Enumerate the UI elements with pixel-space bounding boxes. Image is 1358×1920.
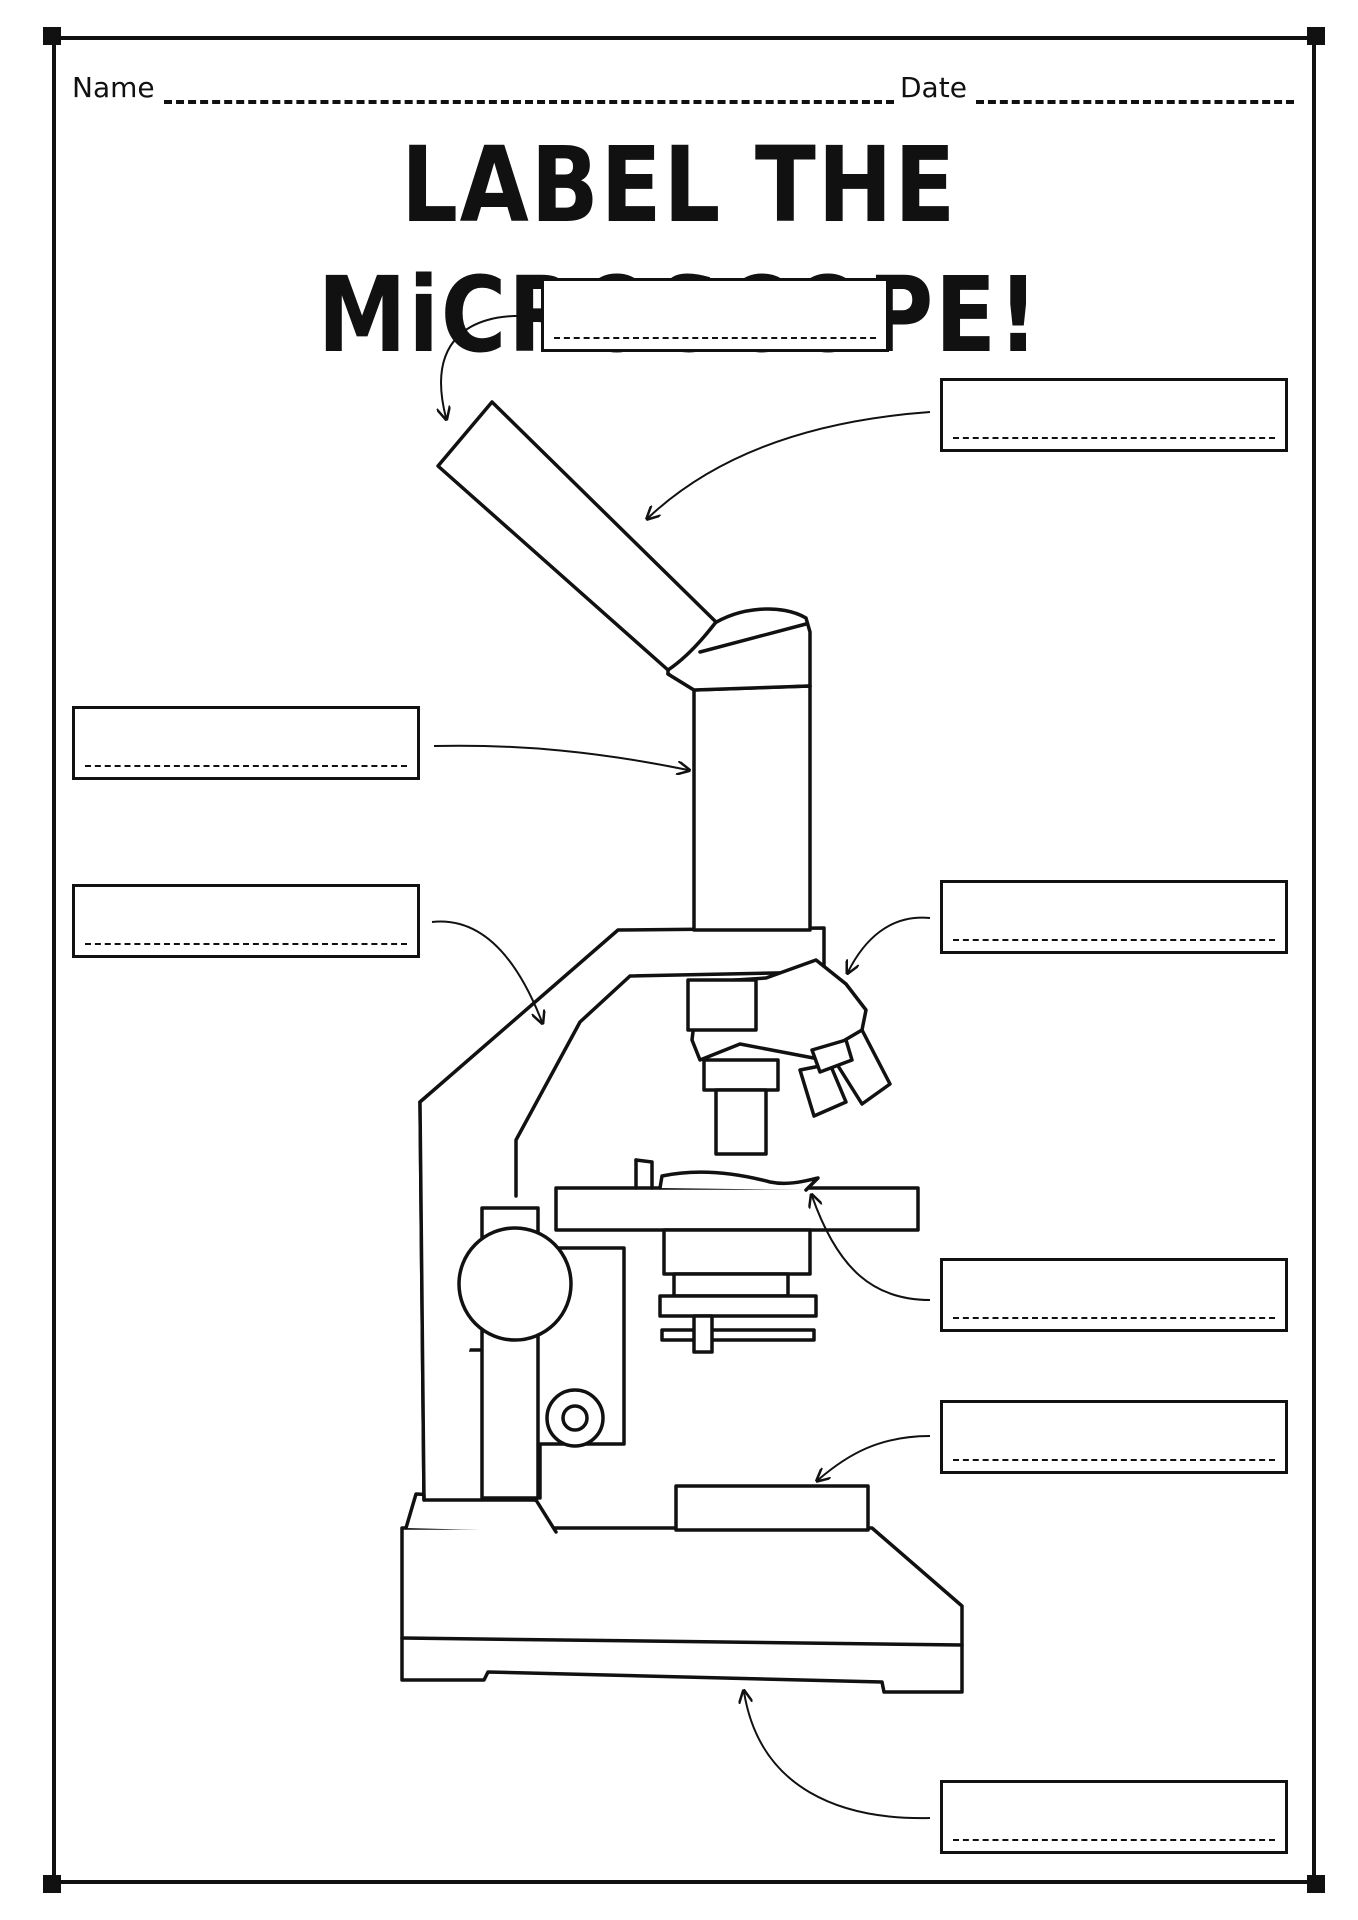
corner-mark-bottom-left <box>43 1875 61 1893</box>
head-bevel <box>666 622 812 692</box>
light-source <box>674 1484 870 1532</box>
date-field[interactable] <box>976 100 1294 104</box>
head-shape <box>666 607 812 692</box>
condenser-plate <box>660 1328 816 1342</box>
condenser-ring <box>672 1272 790 1298</box>
label-box-nosepiece[interactable] <box>940 880 1288 954</box>
write-line <box>85 765 407 767</box>
write-line <box>953 1459 1275 1461</box>
corner-mark-bottom-right <box>1307 1875 1325 1893</box>
name-field[interactable] <box>164 100 894 104</box>
stage-shape <box>554 1186 920 1232</box>
objective-1 <box>702 1058 780 1092</box>
label-box-light[interactable] <box>940 1400 1288 1474</box>
condenser-upper <box>662 1228 812 1276</box>
write-line <box>554 337 876 339</box>
condenser-stem <box>692 1314 714 1354</box>
base-shape <box>400 1526 964 1694</box>
write-line <box>953 939 1275 941</box>
arrow-base <box>744 1692 931 1820</box>
nosepiece-top <box>686 978 758 1032</box>
label-box-base[interactable] <box>940 1780 1288 1854</box>
write-line <box>953 437 1275 439</box>
corner-mark-top-right <box>1307 27 1325 45</box>
label-box-arm[interactable] <box>72 884 420 958</box>
date-label: Date <box>900 71 967 104</box>
objective-3-band <box>810 1038 854 1074</box>
base-divider <box>400 1636 964 1647</box>
write-line <box>85 943 407 945</box>
arrow-eyepiece <box>441 314 527 418</box>
arrow-body-tube <box>648 411 931 518</box>
page-border <box>52 36 1316 1884</box>
arrow-light <box>818 1435 931 1480</box>
write-line <box>953 1317 1275 1319</box>
objective-1-lens <box>714 1088 768 1156</box>
arrow-stage <box>812 1196 931 1301</box>
write-line <box>953 1839 1275 1841</box>
label-box-body-tube[interactable] <box>940 378 1288 452</box>
fine-focus-knob-center <box>561 1404 589 1432</box>
arrow-arm <box>431 920 542 1022</box>
slide <box>658 1170 820 1192</box>
condenser-lower <box>658 1294 818 1318</box>
focus-knob <box>457 1226 573 1342</box>
eyepiece-shape <box>436 400 718 672</box>
body-tube-shape <box>692 684 812 932</box>
arrow-nosepiece <box>848 916 931 972</box>
label-box-tube[interactable] <box>72 706 420 780</box>
label-box-stage[interactable] <box>940 1258 1288 1332</box>
stage-clip <box>634 1158 654 1190</box>
name-label: Name <box>72 71 155 104</box>
arrow-tube <box>433 744 688 770</box>
page-title: LABEL THE MiCROSCOPE! <box>318 124 1039 376</box>
label-box-eyepiece[interactable] <box>541 278 889 352</box>
